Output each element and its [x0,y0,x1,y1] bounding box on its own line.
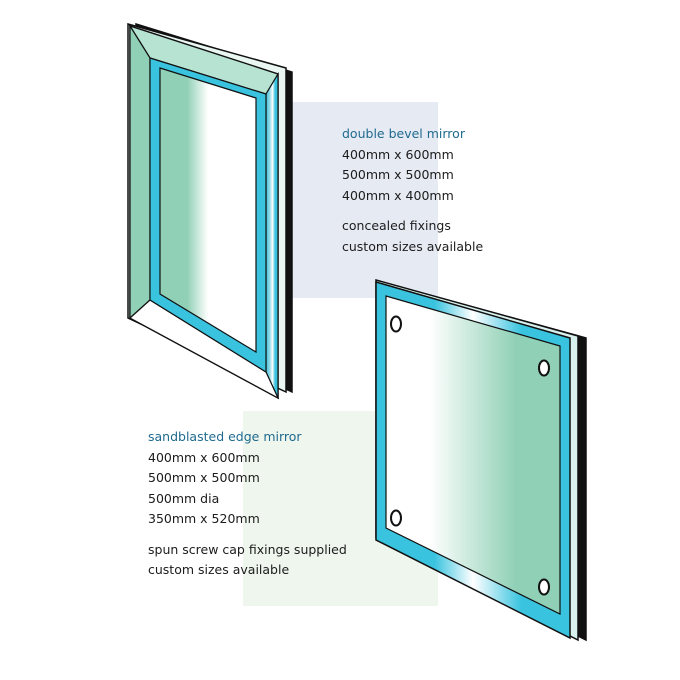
sandblasted-edge-mirror-drawing [375,279,587,642]
mirror-face [159,67,257,354]
bevel-right [265,71,279,399]
bevel-left [129,23,151,320]
spec-panel-background-top [292,102,438,298]
double-bevel-title: double bevel mirror [342,126,465,141]
note-item: spun screw cap fixings supplied [148,541,347,557]
screw-cap-fixings [390,315,550,596]
size-item: 500mm x 500mm [342,167,454,182]
double-bevel-mirror-drawing [127,22,293,400]
size-item: 350mm x 520mm [148,511,260,526]
size-item: 500mm x 500mm [148,470,260,485]
sandblasted-specs: sandblasted edge mirror 400mm x 600mm 50… [148,427,347,581]
size-item: 500mm dia [148,490,220,506]
sandblasted-title: sandblasted edge mirror [148,429,302,444]
size-item: 400mm x 400mm [342,187,454,203]
screw-cap-top-left [390,315,402,333]
screw-cap-bottom-left [390,509,402,527]
screw-cap-bottom-right [538,578,550,596]
note-item: custom sizes available [342,238,484,254]
size-item: 400mm x 600mm [148,449,260,465]
note-item: custom sizes available [148,562,290,577]
screw-cap-top-right [538,359,550,377]
double-bevel-specs: double bevel mirror 400mm x 600mm 500mm … [342,124,483,257]
note-item: concealed fixings [342,218,451,233]
mirror-face [385,295,561,615]
size-item: 400mm x 600mm [342,146,454,162]
